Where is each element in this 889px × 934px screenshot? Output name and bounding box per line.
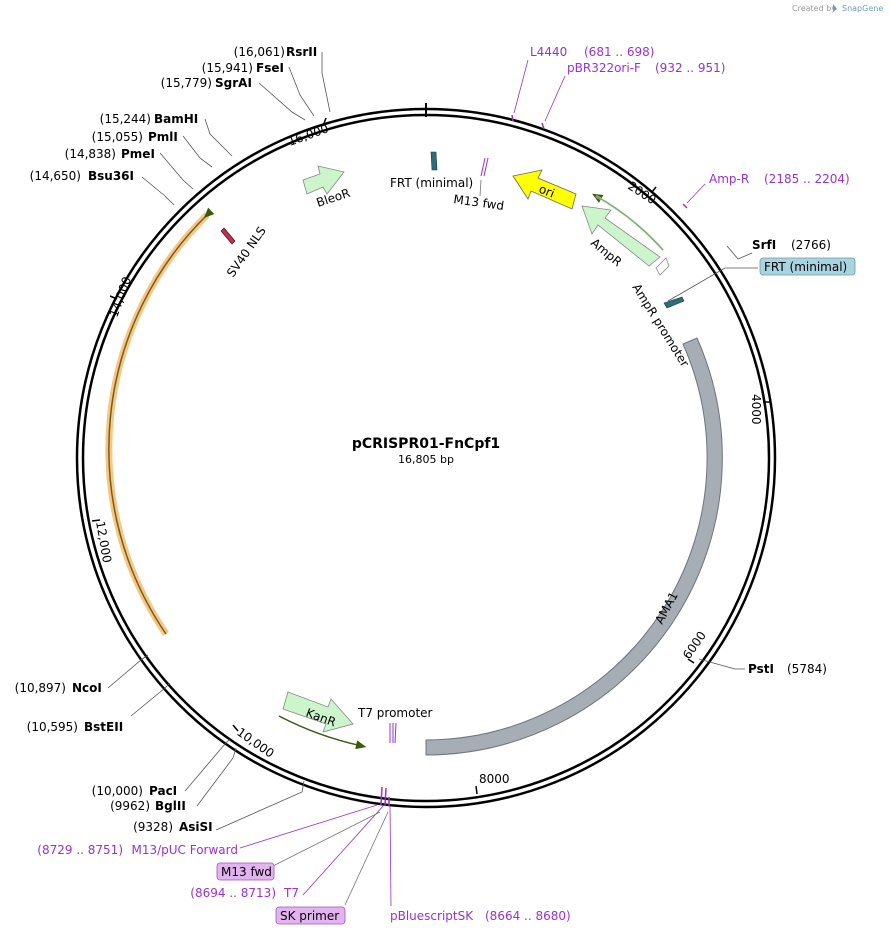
tick-label: 4000 xyxy=(749,394,763,425)
site-name[interactable]: RsrII xyxy=(286,45,317,59)
site-name[interactable]: BamHI xyxy=(154,112,198,126)
ori-feature[interactable] xyxy=(512,169,577,210)
primer-name[interactable]: Amp-R xyxy=(709,172,749,186)
ori-label: ori xyxy=(537,182,557,201)
site-name[interactable]: SgrAI xyxy=(215,76,252,90)
site-name[interactable]: PacI xyxy=(149,784,177,798)
site-name[interactable]: BglII xyxy=(155,799,186,813)
left-sites: (16,061) RsrII (15,941) FseI (15,779) Sg… xyxy=(15,45,318,834)
m13-inner-label: M13 fwd xyxy=(453,192,505,213)
site-name[interactable]: SrfI xyxy=(752,238,776,252)
primer-name[interactable]: pBR322ori-F xyxy=(567,61,641,75)
skprimer-box-label: SK primer xyxy=(280,909,339,923)
tick-label: 16,000 xyxy=(286,121,330,149)
credit-brand: SnapGene xyxy=(842,4,883,13)
site-name[interactable]: BstEII xyxy=(84,720,123,734)
primer-range: (8664 .. 8680) xyxy=(485,909,571,923)
primer-marks xyxy=(380,114,688,807)
sv40-nls-feature[interactable] xyxy=(220,227,236,245)
primer-name[interactable]: M13/pUC Forward xyxy=(131,843,238,857)
site-name[interactable]: PmeI xyxy=(121,147,155,161)
site-pos: (16,061) xyxy=(234,45,285,59)
bleor-label: BleoR xyxy=(315,186,352,210)
ruler-ticks xyxy=(91,117,770,795)
right-sites: SrfI (2766) PstI (5784) xyxy=(748,238,831,676)
kanr-feature[interactable] xyxy=(282,691,354,733)
ampr-feature[interactable] xyxy=(581,205,661,267)
site-pos: (15,941) xyxy=(202,61,253,75)
bleor-feature[interactable] xyxy=(302,165,345,195)
site-name[interactable]: PmlI xyxy=(148,130,178,144)
site-pos: (9962) xyxy=(110,799,150,813)
site-pos: (10,000) xyxy=(92,784,143,798)
frt-right-feature[interactable] xyxy=(663,296,685,309)
site-name[interactable]: Bsu36I xyxy=(88,169,134,183)
site-name[interactable]: AsiSI xyxy=(179,820,213,834)
tick-label: 8000 xyxy=(479,772,510,786)
site-name[interactable]: FseI xyxy=(256,61,284,75)
primer-range: (2185 .. 2204) xyxy=(764,172,850,186)
site-pos: (15,779) xyxy=(161,76,212,90)
primer-leaders xyxy=(239,59,706,907)
site-pos: (10,595) xyxy=(27,720,78,734)
plasmid-name: pCRISPR01-FnCpf1 xyxy=(352,436,500,452)
site-pos: (15,244) xyxy=(100,112,151,126)
site-pos: (14,838) xyxy=(65,147,116,161)
skprimer-box[interactable] xyxy=(275,906,346,925)
site-pos: (9328) xyxy=(133,820,173,834)
backbone xyxy=(75,103,777,809)
site-name[interactable]: PstI xyxy=(748,662,774,676)
m13fwd-box-label: M13 fwd xyxy=(221,865,272,879)
site-pos: (2766) xyxy=(791,238,831,252)
m13fwd-box[interactable] xyxy=(216,862,275,881)
site-pos: (10,897) xyxy=(15,681,66,695)
site-pos: (15,055) xyxy=(92,130,143,144)
frt-inner-feature[interactable] xyxy=(430,151,438,171)
primer-range: (8694 .. 8713) xyxy=(190,886,276,900)
credit-prefix: Created by xyxy=(792,4,836,13)
primer-name[interactable]: T7 xyxy=(283,886,299,900)
ama1-feature[interactable] xyxy=(425,337,723,756)
site-name[interactable]: NcoI xyxy=(72,681,102,695)
primer-name[interactable]: L4440 xyxy=(530,45,567,59)
site-pos: (5784) xyxy=(787,662,827,676)
site-leaders xyxy=(107,52,758,831)
t7-promoter-feature[interactable] xyxy=(389,722,397,744)
m13-inner-marker xyxy=(483,157,489,177)
site-pos: (14,650) xyxy=(30,169,81,183)
frt-box-label: FRT (minimal) xyxy=(764,260,847,274)
ampr-promoter-feature[interactable] xyxy=(655,257,670,276)
plasmid-length: 16,805 bp xyxy=(398,453,454,466)
tick-label: 12,000 xyxy=(93,520,114,564)
snapgene-logo-icon xyxy=(833,4,837,12)
frt-box[interactable] xyxy=(759,257,856,276)
primer-range: (932 .. 951) xyxy=(655,61,725,75)
primer-name[interactable]: pBluescriptSK xyxy=(390,909,474,923)
ampr-promoter-label: AmpR promoter xyxy=(629,281,691,369)
box-leaders xyxy=(272,811,389,906)
frt-inner-label: FRT (minimal) xyxy=(390,176,473,190)
t7-promoter-label: T7 promoter xyxy=(357,706,433,720)
primer-range: (681 .. 698) xyxy=(584,45,654,59)
primer-labels: L4440 (681 .. 698) pBR322ori-F (932 .. 9… xyxy=(37,45,849,923)
sv40-label: SV40 NLS xyxy=(224,224,269,280)
primer-range: (8729 .. 8751) xyxy=(37,843,123,857)
